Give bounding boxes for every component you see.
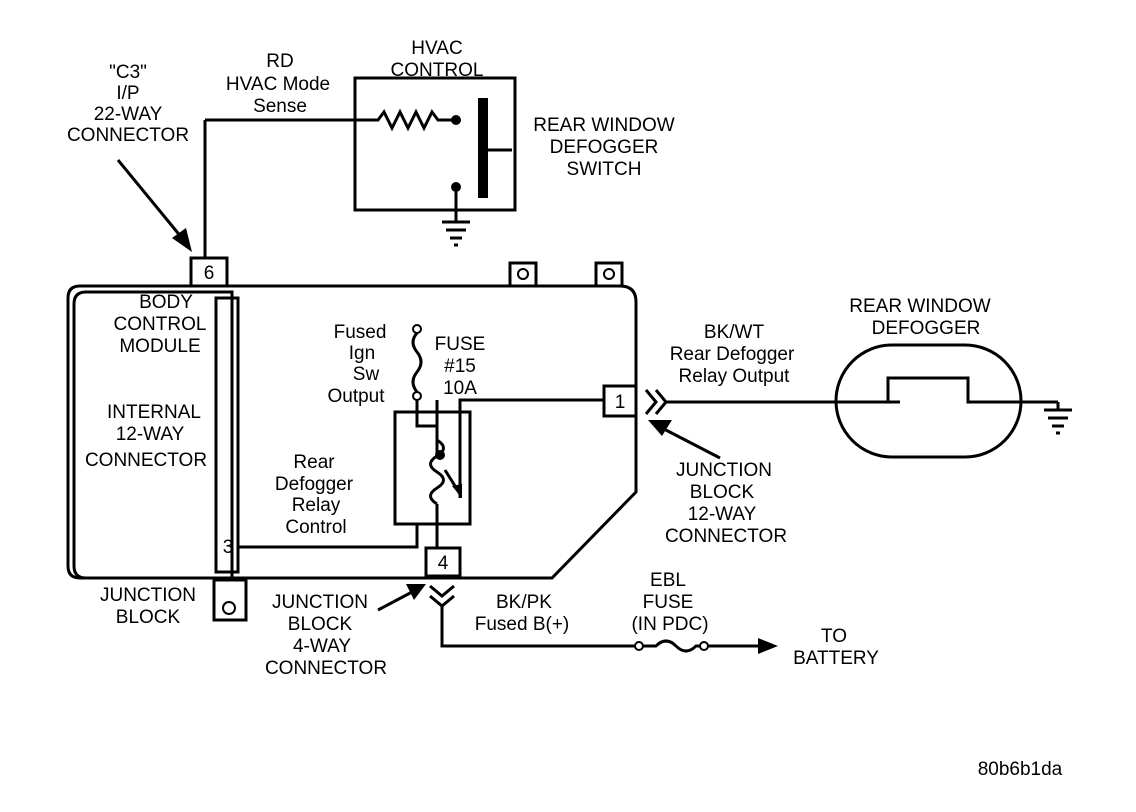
fused-ign-label-1: Fused (334, 322, 387, 343)
c3-pointer-arrowhead (172, 228, 192, 252)
fused-ign-label-2: Ign (349, 343, 375, 364)
body-control-module: BODY CONTROL MODULE INTERNAL 12-WAY CONN… (72, 290, 240, 580)
rd-wire-label-1: RD (266, 51, 293, 72)
ebl-label-1: EBL (650, 570, 686, 591)
jb4-label-2: BLOCK (288, 614, 353, 635)
hvac-control: HVAC CONTROL (203, 38, 517, 258)
ebl-label-2: FUSE (643, 592, 694, 613)
ground-symbol-defogger (1044, 402, 1072, 435)
jb12-connector-symbol (644, 389, 668, 415)
defogger-label-1: REAR WINDOW (849, 296, 991, 317)
jb4-label-4: CONNECTOR (265, 658, 387, 679)
fused-ign-label-3: Sw (353, 364, 380, 385)
bcm-label-2: CONTROL (114, 314, 207, 335)
jb12-label-4: CONNECTOR (665, 526, 787, 547)
c3-label-3: 22-WAY (94, 104, 163, 125)
switch-blade (478, 98, 488, 198)
internal-connector-label-1: INTERNAL (107, 402, 201, 423)
fuse15-label-2: #15 (444, 356, 476, 377)
jb4-pin-4-box (424, 546, 462, 578)
jb12-pointer-line (661, 426, 721, 460)
to-battery-label-1: TO (821, 626, 847, 647)
jb4-pointer-arrowhead (406, 584, 426, 600)
junction-block-label-2: BLOCK (116, 607, 181, 628)
c3-pin-6-box (189, 256, 229, 288)
jb12-pin-1-box (602, 384, 638, 418)
internal-connector-label-3: CONNECTOR (85, 450, 207, 471)
hvac-control-label-1: HVAC (411, 38, 462, 59)
junction-block-outline (66, 284, 638, 580)
to-battery-arrowhead (758, 638, 778, 654)
jb4-connector-symbol (429, 584, 455, 608)
defogger-element (836, 376, 1058, 404)
bkwt-label-2: Rear Defogger (670, 344, 795, 365)
ebl-fuse-symbol (643, 639, 700, 653)
to-battery-label-2: BATTERY (793, 648, 879, 669)
c3-label-1: "C3" (109, 62, 147, 83)
bcm-pin-3: 3 (223, 537, 234, 558)
c3-label-2: I/P (116, 83, 139, 104)
bcm-label-3: MODULE (119, 336, 200, 357)
jb4-label-3: 4-WAY (293, 636, 351, 657)
jb4-label-1: JUNCTION (272, 592, 368, 613)
c3-label-4: CONNECTOR (67, 125, 189, 146)
relay-output-wire (458, 398, 604, 498)
jb12-label-2: BLOCK (690, 482, 755, 503)
jb12-label-3: 12-WAY (688, 504, 757, 525)
relay-control-label-3: Relay (292, 495, 341, 516)
jb4-pin-4-label: 4 (438, 553, 449, 574)
c3-pin-6-label: 6 (204, 263, 215, 284)
bcm-outline (72, 290, 234, 580)
fuse15-label-3: 10A (443, 378, 477, 399)
ebl-label-3: (IN PDC) (631, 614, 708, 635)
switch-contact-top (451, 115, 461, 125)
fuse-15 (411, 324, 423, 412)
relay-box (393, 410, 472, 526)
bcm-label-1: BODY (139, 292, 193, 313)
bkwt-label-1: BK/WT (704, 322, 765, 343)
ground-symbol-hvac (442, 220, 470, 247)
hvac-control-box (353, 76, 517, 212)
rear-window-defogger (834, 343, 1072, 459)
bkpk-label-1: BK/PK (496, 592, 552, 613)
defogger-switch-label-2: DEFOGGER (550, 137, 659, 158)
fuse15-label-1: FUSE (435, 334, 486, 355)
c3-pointer-line (116, 159, 184, 239)
bkpk-wire (440, 606, 636, 648)
internal-connector-label-2: 12-WAY (116, 424, 185, 445)
figure-code: 80b6b1da (978, 759, 1063, 780)
bkpk-label-2: Fused B(+) (475, 614, 570, 635)
junction-block-label-1: JUNCTION (100, 585, 196, 606)
relay-control-label-2: Defogger (275, 474, 354, 495)
relay-control-label-4: Control (285, 517, 346, 538)
rd-wire-label-3: Sense (253, 96, 307, 117)
relay-control-label-1: Rear (293, 452, 335, 473)
hvac-control-label-2: CONTROL (391, 60, 484, 81)
bkwt-label-3: Relay Output (679, 366, 791, 387)
defogger-switch-label-1: REAR WINDOW (533, 115, 675, 136)
jb12-pin-1-label: 1 (615, 392, 626, 413)
rd-wire-label-2: HVAC Mode (226, 74, 330, 95)
resistor-symbol (205, 108, 455, 132)
defogger-switch-label-3: SWITCH (567, 159, 642, 180)
junction-block (66, 261, 638, 622)
internal-12way-connector (214, 296, 240, 574)
relay-control-wire (238, 524, 419, 549)
jb12-label-1: JUNCTION (676, 460, 772, 481)
ebl-fuse (634, 638, 778, 654)
defogger-label-2: DEFOGGER (872, 318, 981, 339)
jb4-pointer-line (377, 590, 413, 612)
fuse-15-symbol (411, 332, 423, 393)
fused-ign-label-4: Output (327, 386, 385, 407)
jb12-pointer-arrowhead (648, 420, 672, 436)
